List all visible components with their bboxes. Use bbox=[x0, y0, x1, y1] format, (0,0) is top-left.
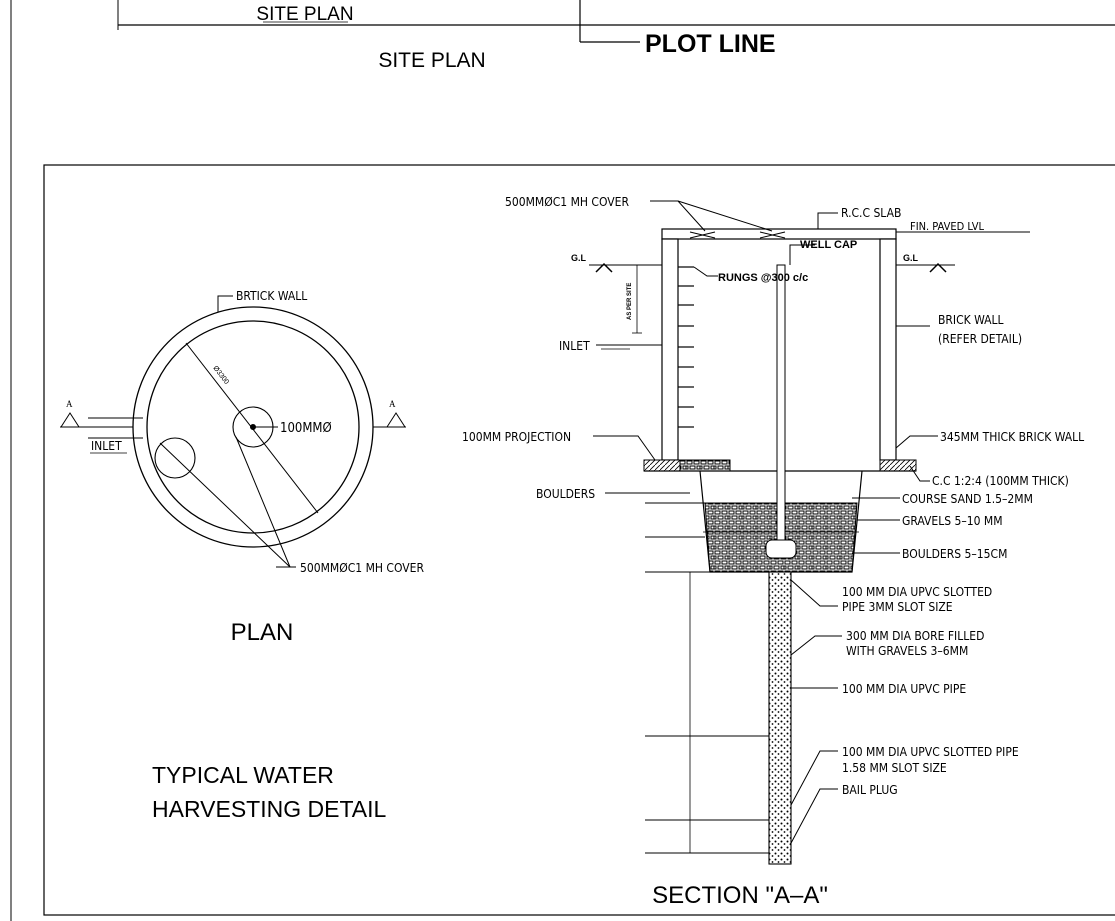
right-brick-wall bbox=[879, 238, 897, 461]
brick-wall-label-1: BRICK WALL bbox=[938, 313, 1004, 327]
section-marker-right-icon bbox=[386, 412, 406, 428]
boulders-label: BOULDERS 5–15CM bbox=[902, 547, 1007, 561]
slotted-pipe-label-1: 100 MM DIA UPVC SLOTTED bbox=[842, 585, 992, 599]
plan-title: PLAN bbox=[231, 619, 294, 646]
plan-diameter-label: Ø3300 bbox=[211, 365, 230, 386]
central-upvc-pipe bbox=[776, 264, 786, 556]
rungs bbox=[678, 266, 694, 428]
rcc-slab-label: R.C.C SLAB bbox=[841, 206, 901, 220]
site-plan-strip: SITE PLAN SITE PLAN PLOT LINE bbox=[117, 0, 1115, 72]
gl-right-label: G.L bbox=[903, 253, 919, 263]
plot-line-label: PLOT LINE bbox=[645, 30, 776, 58]
slotted-pipe2-label-1: 100 MM DIA UPVC SLOTTED PIPE bbox=[842, 745, 1019, 759]
rungs-label: RUNGS @300 c/c bbox=[718, 272, 808, 284]
well-inner-wall bbox=[146, 320, 360, 534]
bore-hole bbox=[768, 571, 792, 865]
bail-plug-label: BAIL PLUG bbox=[842, 783, 898, 797]
left-brick-wall bbox=[661, 238, 679, 461]
plan-pipe-label: 100MMØ bbox=[280, 421, 332, 436]
sand-label: COURSE SAND 1.5–2MM bbox=[902, 492, 1033, 506]
plan-view: Ø3300 BRTICK WALL 100MMØ 500MMØC1 MH COV… bbox=[60, 289, 424, 646]
rcc-slab bbox=[661, 228, 897, 240]
brick-wall-label-2: (REFER DETAIL) bbox=[938, 332, 1022, 346]
detail-frame bbox=[43, 164, 1115, 916]
section-view: G.L G.L AS PER SITE INLET 500MMØC1 MH CO… bbox=[462, 195, 1084, 909]
gl-left-label: G.L bbox=[571, 253, 587, 263]
section-marker-right-label: A bbox=[389, 399, 396, 409]
section-cover-label: 500MMØC1 MH COVER bbox=[505, 195, 629, 209]
bore-label-2: WITH GRAVELS 3–6MM bbox=[846, 644, 968, 658]
plan-wall-label: BRTICK WALL bbox=[236, 289, 307, 303]
detail-title-line-1: TYPICAL WATER bbox=[152, 762, 334, 788]
section-inlet-label: INLET bbox=[559, 339, 590, 353]
slotted-pipe2-label-2: 1.58 MM SLOT SIZE bbox=[842, 761, 947, 775]
detail-title-line-2: HARVESTING DETAIL bbox=[152, 796, 387, 822]
plan-cover-label: 500MMØC1 MH COVER bbox=[300, 561, 424, 575]
site-plan-top-label: SITE PLAN bbox=[256, 4, 353, 25]
bore-label-1: 300 MM DIA BORE FILLED bbox=[846, 629, 984, 643]
section-marker-left-icon bbox=[60, 412, 80, 428]
section-marker-left-label: A bbox=[66, 399, 73, 409]
well-cap-label: WELL CAP bbox=[800, 239, 857, 251]
upvc-pipe-label: 100 MM DIA UPVC PIPE bbox=[842, 682, 966, 696]
paved-level-label: FIN. PAVED LVL bbox=[910, 220, 984, 233]
projection-label: 100MM PROJECTION bbox=[462, 430, 571, 444]
cc-label: C.C 1:2:4 (100MM THICK) bbox=[932, 474, 1069, 488]
gravels-label: GRAVELS 5–10 MM bbox=[902, 514, 1003, 528]
thick-wall-label: 345MM THICK BRICK WALL bbox=[940, 430, 1084, 444]
site-plan-title: SITE PLAN bbox=[378, 49, 485, 72]
boulders-left-label: BOULDERS bbox=[536, 487, 595, 501]
slotted-pipe-label-2: PIPE 3MM SLOT SIZE bbox=[842, 600, 953, 614]
as-per-site-label: AS PER SITE bbox=[627, 283, 633, 320]
section-title: SECTION "A–A" bbox=[652, 882, 828, 909]
manhole-cover-circle bbox=[154, 437, 196, 479]
plan-inlet-label: INLET bbox=[91, 439, 122, 453]
